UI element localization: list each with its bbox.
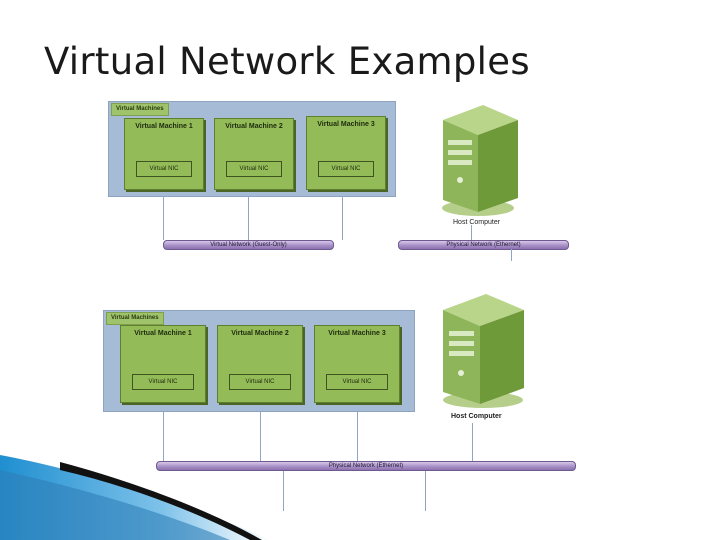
network-diagram-image: Virtual Machines Virtual Machine 1 Virtu…	[103, 95, 580, 512]
vm-box-1: Virtual Machine 1 Virtual NIC	[124, 118, 204, 190]
host-computer-icon	[442, 105, 518, 216]
physical-network-bus-top: Physical Network (Ethernet)	[398, 240, 569, 250]
vm-title: Virtual Machine 1	[135, 123, 193, 130]
connector-line	[248, 196, 249, 240]
connector-line	[342, 196, 343, 240]
connector-line	[163, 196, 164, 240]
virtual-nic: Virtual NIC	[136, 161, 192, 177]
host-computer-label: Host Computer	[451, 413, 502, 420]
vm-title: Virtual Machine 2	[231, 330, 289, 337]
connector-line	[163, 411, 164, 461]
vm-box-3: Virtual Machine 3 Virtual NIC	[314, 325, 400, 403]
slide-title: Virtual Network Examples	[44, 40, 530, 83]
vm-title: Virtual Machine 2	[225, 123, 283, 130]
vm-box-2: Virtual Machine 2 Virtual NIC	[217, 325, 303, 403]
virtual-nic: Virtual NIC	[226, 161, 282, 177]
vm-box-3: Virtual Machine 3 Virtual NIC	[306, 116, 386, 190]
vm-title: Virtual Machine 3	[328, 330, 386, 337]
host-connector-line	[471, 225, 472, 240]
vm-box-1: Virtual Machine 1 Virtual NIC	[120, 325, 206, 403]
virtual-nic: Virtual NIC	[326, 374, 388, 390]
host-connector-line	[472, 423, 473, 461]
host-computer-label: Host Computer	[453, 219, 501, 226]
connector-line	[511, 249, 512, 261]
virtual-nic: Virtual NIC	[229, 374, 291, 390]
vm-box-2: Virtual Machine 2 Virtual NIC	[214, 118, 294, 190]
virtual-nic: Virtual NIC	[318, 161, 374, 177]
connector-line	[425, 471, 426, 511]
vm-frame-top: Virtual Machines Virtual Machine 1 Virtu…	[108, 101, 396, 197]
connector-line	[357, 411, 358, 461]
vm-frame-bottom: Virtual Machines Virtual Machine 1 Virtu…	[103, 310, 415, 412]
vm-title: Virtual Machine 3	[317, 121, 375, 128]
connector-line	[260, 411, 261, 461]
host-computer-icon	[443, 294, 524, 408]
connector-line	[283, 471, 284, 511]
virtual-network-bus: Virtual Network (Guest-Only)	[163, 240, 334, 250]
virtual-nic: Virtual NIC	[132, 374, 194, 390]
vm-frame-label: Virtual Machines	[111, 103, 169, 116]
physical-network-bus-bottom: Physical Network (Ethernet)	[156, 461, 576, 471]
vm-frame-label: Virtual Machines	[106, 312, 164, 325]
vm-title: Virtual Machine 1	[134, 330, 192, 337]
